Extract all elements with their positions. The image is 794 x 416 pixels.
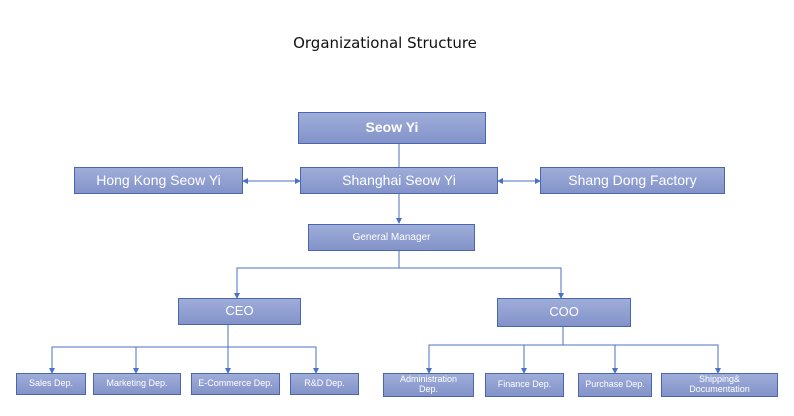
line-coo-purchase [563,344,618,374]
node-sales-dep: Sales Dep. [16,373,86,395]
line-gm-coo [399,267,564,299]
line-ceo-rnd [228,346,319,374]
node-administration-dep: Administration Dep. [383,373,474,397]
node-shang-dong-factory: Shang Dong Factory [540,167,725,194]
node-rnd-dep: R&D Dep. [290,373,359,395]
node-shanghai-seow-yi: Shanghai Seow Yi [300,167,498,194]
node-marketing-dep: Marketing Dep. [93,373,181,395]
node-ceo: CEO [178,298,301,325]
line-ceo-sales [49,325,229,374]
line-coo-shipping [615,344,721,374]
line-gm-ceo [234,251,400,299]
node-hong-kong-seow-yi: Hong Kong Seow Yi [74,167,243,194]
node-shipping-documentation: Shipping& Documentation [661,373,778,397]
node-finance-dep: Finance Dep. [485,373,564,397]
node-seow-yi: Seow Yi [298,112,486,144]
node-general-manager: General Manager [308,224,475,251]
node-purchase-dep: Purchase Dep. [578,373,652,397]
page-title: Organizational Structure [293,34,477,52]
line-coo-admin [426,327,564,374]
node-coo: COO [497,298,631,327]
node-ecommerce-dep: E-Commerce Dep. [191,373,280,395]
